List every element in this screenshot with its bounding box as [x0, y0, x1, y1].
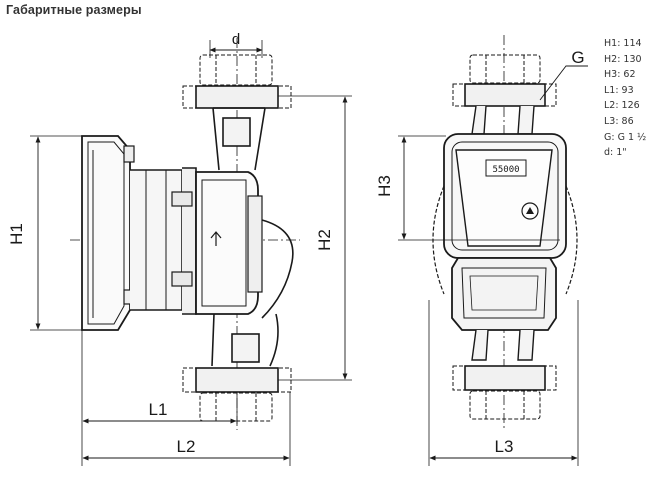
page-title: Габаритные размеры — [6, 3, 142, 17]
label-l1: L1 — [149, 400, 168, 419]
front-right-bulge — [565, 185, 578, 295]
side-bottom-flange — [195, 367, 279, 393]
front-pump-body — [451, 257, 557, 331]
front-bottom-flange — [464, 365, 546, 391]
front-top-nut — [469, 54, 541, 84]
g-leader-line — [539, 65, 588, 101]
label-h1: H1 — [7, 223, 26, 245]
side-view — [30, 38, 352, 466]
front-view: 55000 — [398, 35, 588, 466]
spec-l3: L3: 86 — [604, 115, 634, 127]
spec-h2: H2: 130 — [604, 53, 642, 65]
side-motor-body — [130, 167, 197, 315]
side-upper-port — [222, 117, 251, 147]
side-top-flange — [195, 85, 279, 109]
display-readout: 55000 — [492, 165, 519, 175]
side-lower-port — [231, 333, 260, 363]
side-top-nut — [199, 54, 273, 86]
label-l2: L2 — [177, 437, 196, 456]
front-top-flange — [464, 83, 546, 107]
spec-h1: H1: 114 — [604, 38, 642, 49]
dimension-specs-list: H1: 114 H2: 130 H3: 62 L1: 93 L2: 126 L3… — [604, 36, 646, 161]
side-volute — [261, 219, 294, 319]
label-d: d — [232, 31, 240, 48]
spec-d: d: 1" — [604, 147, 627, 159]
label-h3: H3 — [375, 175, 394, 197]
front-bottom-nut — [469, 390, 541, 420]
label-l3: L3 — [495, 437, 514, 456]
front-controller-box: 55000 — [443, 133, 567, 259]
label-h2: H2 — [315, 229, 334, 251]
spec-l2: L2: 126 — [604, 100, 640, 112]
spec-g: G: G 1 ½ — [604, 131, 647, 143]
side-bottom-nut — [199, 392, 273, 422]
spec-l1: L1: 93 — [604, 84, 634, 96]
side-pump-head — [195, 171, 263, 315]
label-g: G — [571, 48, 584, 67]
spec-h3: H3: 62 — [604, 69, 636, 81]
side-controller-box — [81, 135, 135, 331]
rotation-arrow-icon — [521, 202, 539, 220]
